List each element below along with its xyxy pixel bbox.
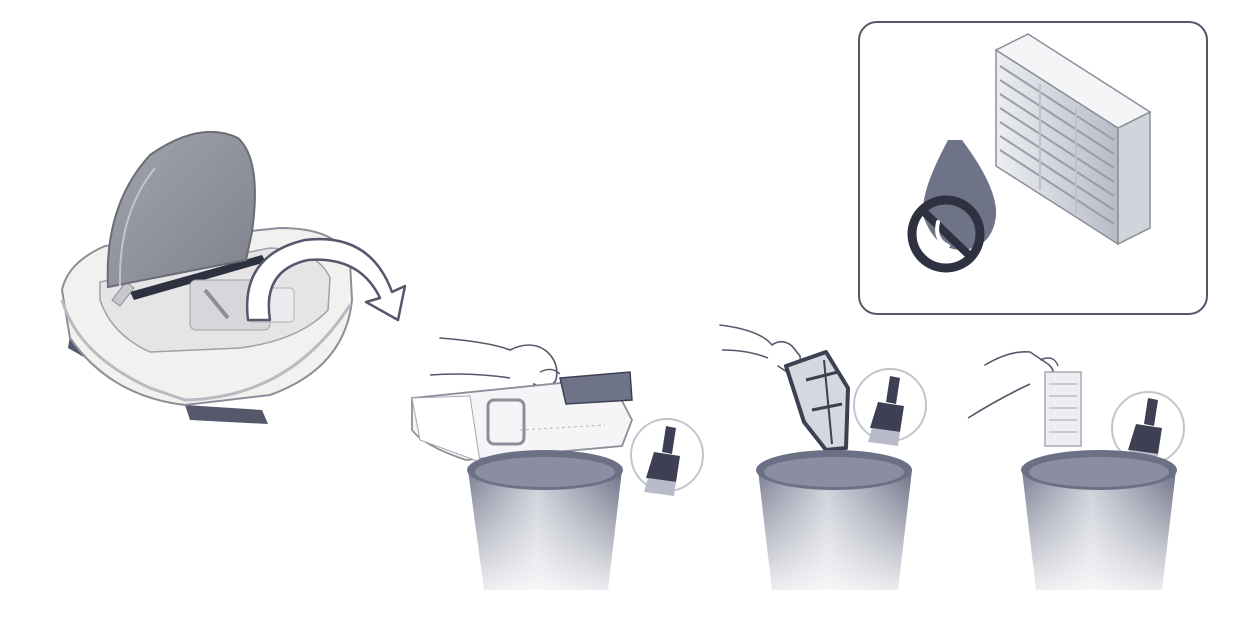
cleaning-brush-icon <box>854 369 926 446</box>
hepa-filter-icon <box>1045 372 1081 446</box>
mesh-filter-icon <box>786 352 848 450</box>
trash-can-icon <box>756 450 914 590</box>
trash-can-icon <box>467 450 624 590</box>
dustbin-icon <box>412 372 632 462</box>
cleaning-brush-icon <box>631 419 703 496</box>
trash-can-icon <box>1021 450 1178 590</box>
